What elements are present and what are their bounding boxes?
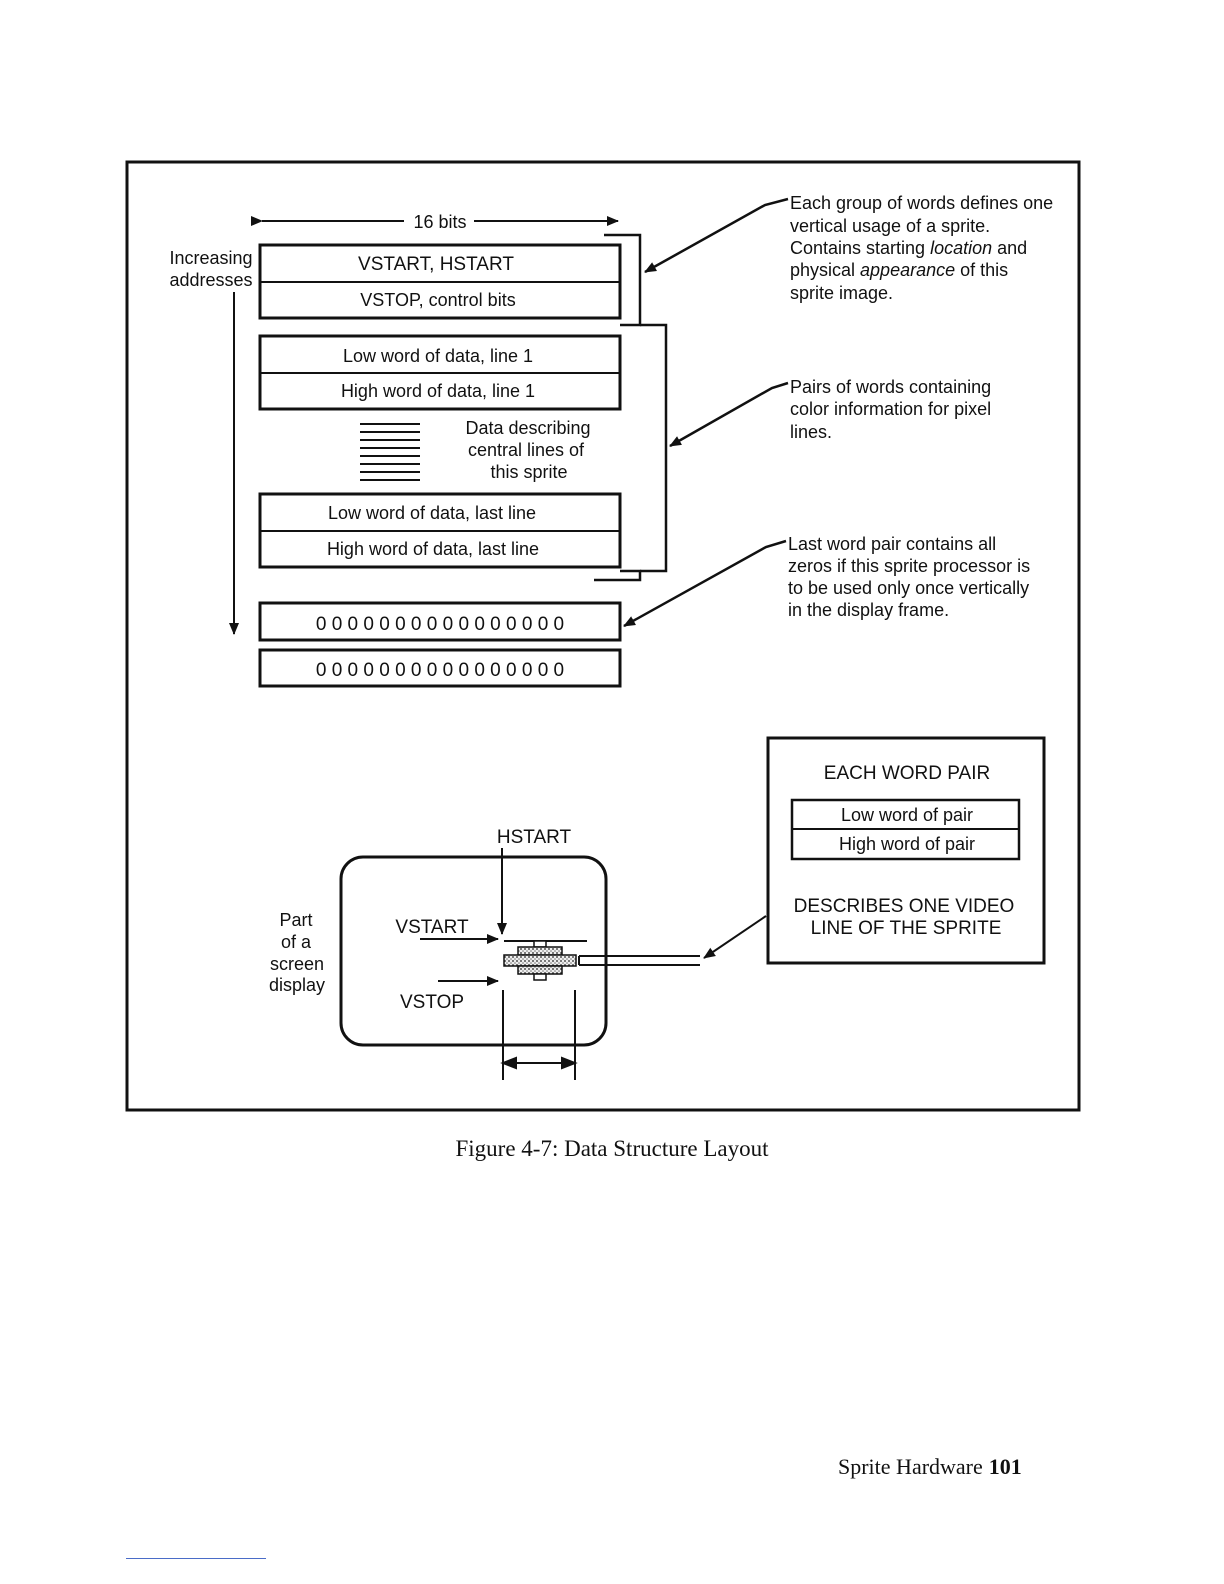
data-words-last: Low word of data, last line High word of… xyxy=(258,492,622,569)
data-words-first: Low word of data, line 1 High word of da… xyxy=(258,334,622,411)
screen-outline xyxy=(339,855,608,1047)
figure-frame xyxy=(125,160,1081,1112)
footer-page-number: 101 xyxy=(988,1454,1022,1479)
word-row-high-line1: High word of data, line 1 xyxy=(341,381,535,401)
annotation-group-line-4: physical appearance of this xyxy=(790,260,1008,280)
annotation-last-line-1: Last word pair contains all xyxy=(788,534,996,554)
word-row-vstop-control: VSTOP, control bits xyxy=(360,290,515,310)
annotation-group-line-3: Contains starting location and xyxy=(790,238,1027,258)
word-row-zeros-1: 0 0 0 0 0 0 0 0 0 0 0 0 0 0 0 0 xyxy=(316,614,564,635)
annotation-arrows xyxy=(623,197,789,628)
word-pair-desc-1: DESCRIBES ONE VIDEO xyxy=(794,896,1015,917)
screen-display: Part of a screen display HSTART VSTART V… xyxy=(269,827,767,1080)
central-lines-label-1: Data describing xyxy=(465,418,590,438)
annotation-group: Each group of words defines one vertical… xyxy=(790,193,1053,303)
central-lines-stack xyxy=(360,423,420,481)
vstart-label: VSTART xyxy=(395,917,469,938)
sprite-line-connector xyxy=(578,915,767,966)
group-brackets xyxy=(594,233,668,582)
word-row-low-last: Low word of data, last line xyxy=(328,503,536,523)
figure-caption: Figure 4-7: Data Structure Layout xyxy=(455,1136,769,1161)
word-pair-low: Low word of pair xyxy=(841,805,973,825)
annotation-pairs: Pairs of words containing color informat… xyxy=(790,377,991,442)
screen-label-3: screen xyxy=(270,954,324,974)
annotation-last-line-3: to be used only once vertically xyxy=(788,578,1029,598)
annotation-last-line-2: zeros if this sprite processor is xyxy=(788,556,1030,576)
word-row-high-last: High word of data, last line xyxy=(327,539,539,559)
width-indicator: 16 bits xyxy=(251,212,619,232)
word-row-zeros-2: 0 0 0 0 0 0 0 0 0 0 0 0 0 0 0 0 xyxy=(316,660,564,681)
annotation-pairs-line-2: color information for pixel xyxy=(790,399,991,419)
annotation-group-line-5: sprite image. xyxy=(790,283,893,303)
hstart-label: HSTART xyxy=(497,827,572,848)
word-pair-high: High word of pair xyxy=(839,834,975,854)
screen-label-1: Part xyxy=(279,910,312,930)
sprite-width-indicator xyxy=(500,990,578,1080)
word-pair-desc-2: LINE OF THE SPRITE xyxy=(811,918,1002,939)
word-row-vstart-hstart: VSTART, HSTART xyxy=(358,254,514,275)
word-pair-title: EACH WORD PAIR xyxy=(824,763,990,784)
sprite-image xyxy=(503,940,587,981)
width-label: 16 bits xyxy=(413,212,466,232)
screen-label-2: of a xyxy=(281,932,312,952)
annotation-pairs-line-1: Pairs of words containing xyxy=(790,377,991,397)
footer-rule xyxy=(126,1558,266,1559)
footer-section-title: Sprite Hardware xyxy=(838,1454,983,1479)
vstop-label: VSTOP xyxy=(400,992,464,1013)
annotation-group-line-2: vertical usage of a sprite. xyxy=(790,216,990,236)
annotation-group-line-1: Each group of words defines one xyxy=(790,193,1053,213)
annotation-last-line-4: in the display frame. xyxy=(788,600,949,620)
central-lines-label-3: this sprite xyxy=(490,462,567,482)
annotation-pairs-line-3: lines. xyxy=(790,422,832,442)
word-row-low-line1: Low word of data, line 1 xyxy=(343,346,533,366)
addresses-label-line2: addresses xyxy=(169,270,252,290)
control-word-group: VSTART, HSTART VSTOP, control bits xyxy=(258,243,622,320)
word-pair-box: EACH WORD PAIR Low word of pair High wor… xyxy=(766,736,1046,965)
central-lines-label-2: central lines of xyxy=(468,440,585,460)
annotation-last-pair: Last word pair contains all zeros if thi… xyxy=(788,534,1030,620)
addresses-label-line1: Increasing xyxy=(169,248,252,268)
address-direction: Increasing addresses xyxy=(169,248,253,635)
terminator-words: 0 0 0 0 0 0 0 0 0 0 0 0 0 0 0 0 0 0 0 0 … xyxy=(258,601,622,688)
screen-label-4: display xyxy=(269,975,325,995)
